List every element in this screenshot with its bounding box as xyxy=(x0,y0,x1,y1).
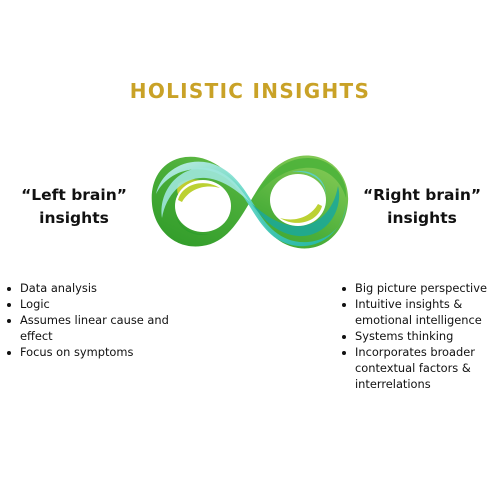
left-heading-line2: insights xyxy=(39,209,109,227)
list-item: Data analysis xyxy=(5,280,190,296)
left-brain-list: Data analysis Logic Assumes linear cause… xyxy=(5,280,190,360)
list-item: Big picture perspective xyxy=(340,280,500,296)
list-item: Systems thinking xyxy=(340,328,500,344)
right-heading-line1: “Right brain” xyxy=(362,186,482,204)
right-brain-heading: “Right brain” insights xyxy=(356,184,488,230)
left-heading-line1: “Left brain” xyxy=(21,186,127,204)
list-item: Incorporates broader contextual factors … xyxy=(340,344,500,392)
right-heading-line2: insights xyxy=(387,209,457,227)
list-item: Logic xyxy=(5,296,190,312)
right-brain-list: Big picture perspective Intuitive insigh… xyxy=(340,280,500,392)
page-title: HOLISTIC INSIGHTS xyxy=(129,79,371,103)
left-brain-heading: “Left brain” insights xyxy=(8,184,140,230)
list-item: Intuitive insights & emotional intellige… xyxy=(340,296,500,328)
infinity-symbol-icon xyxy=(148,148,352,256)
list-item: Assumes linear cause and effect xyxy=(5,312,190,344)
list-item: Focus on symptoms xyxy=(5,344,190,360)
